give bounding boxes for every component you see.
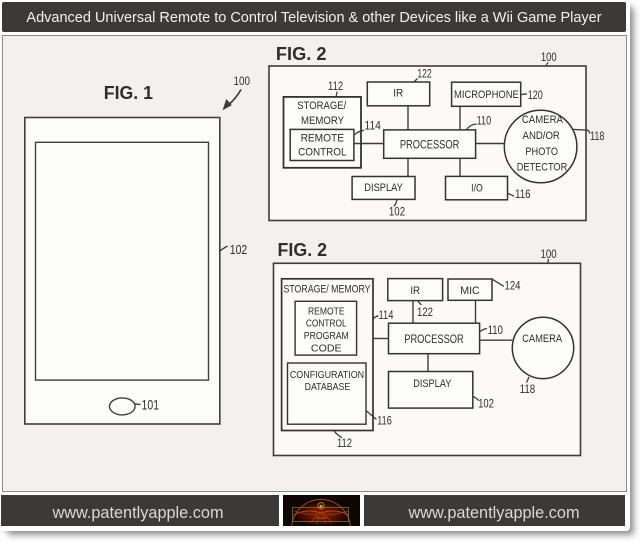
svg-text:110: 110 <box>488 323 503 337</box>
svg-text:DISPLAY: DISPLAY <box>413 378 451 390</box>
svg-text:122: 122 <box>417 66 432 80</box>
svg-text:PROGRAM: PROGRAM <box>304 330 349 342</box>
svg-text:112: 112 <box>328 79 343 93</box>
svg-text:CONTROL: CONTROL <box>298 147 346 159</box>
svg-text:112: 112 <box>337 436 352 450</box>
svg-text:100: 100 <box>541 50 557 64</box>
svg-text:118: 118 <box>520 382 536 396</box>
svg-text:I/O: I/O <box>471 183 483 195</box>
svg-text:100: 100 <box>541 247 557 261</box>
svg-text:102: 102 <box>389 204 406 218</box>
svg-text:110: 110 <box>477 114 492 128</box>
svg-text:FIG. 1: FIG. 1 <box>104 82 153 103</box>
svg-text:114: 114 <box>365 118 382 132</box>
svg-text:DISPLAY: DISPLAY <box>364 182 403 194</box>
svg-text:MEMORY: MEMORY <box>301 115 344 127</box>
svg-text:IR: IR <box>393 88 403 100</box>
svg-text:122: 122 <box>417 305 433 319</box>
svg-text:102: 102 <box>478 397 494 411</box>
svg-text:MIC: MIC <box>460 285 480 297</box>
svg-text:PROCESSOR: PROCESSOR <box>400 140 460 152</box>
svg-text:116: 116 <box>377 413 392 427</box>
svg-text:118: 118 <box>590 129 605 143</box>
svg-text:AND/OR: AND/OR <box>523 130 560 142</box>
svg-text:IR: IR <box>410 285 420 297</box>
svg-text:MICROPHONE: MICROPHONE <box>454 89 519 101</box>
svg-text:CAMERA: CAMERA <box>522 333 563 345</box>
svg-text:FIG. 2: FIG. 2 <box>276 43 327 64</box>
svg-text:114: 114 <box>379 308 394 322</box>
svg-text:CODE: CODE <box>311 343 342 355</box>
svg-text:124: 124 <box>505 279 521 293</box>
svg-text:CAMERA: CAMERA <box>522 114 564 126</box>
svg-text:STORAGE/: STORAGE/ <box>297 100 347 112</box>
svg-text:DETECTOR: DETECTOR <box>517 161 568 173</box>
svg-text:120: 120 <box>528 88 543 102</box>
svg-text:116: 116 <box>515 187 531 201</box>
svg-text:CONFIGURATION: CONFIGURATION <box>290 369 364 381</box>
svg-text:DATABASE: DATABASE <box>305 381 351 393</box>
svg-text:REMOTE: REMOTE <box>308 305 345 317</box>
svg-text:PHOTO: PHOTO <box>525 146 558 158</box>
svg-text:REMOTE: REMOTE <box>301 133 345 145</box>
svg-text:FIG. 2: FIG. 2 <box>278 239 328 260</box>
svg-text:CONTROL: CONTROL <box>306 318 347 330</box>
svg-text:PROCESSOR: PROCESSOR <box>404 334 464 346</box>
svg-text:STORAGE/ MEMORY: STORAGE/ MEMORY <box>284 283 372 295</box>
svg-text:100: 100 <box>234 74 251 88</box>
svg-text:102: 102 <box>230 242 248 257</box>
svg-text:101: 101 <box>142 398 160 413</box>
